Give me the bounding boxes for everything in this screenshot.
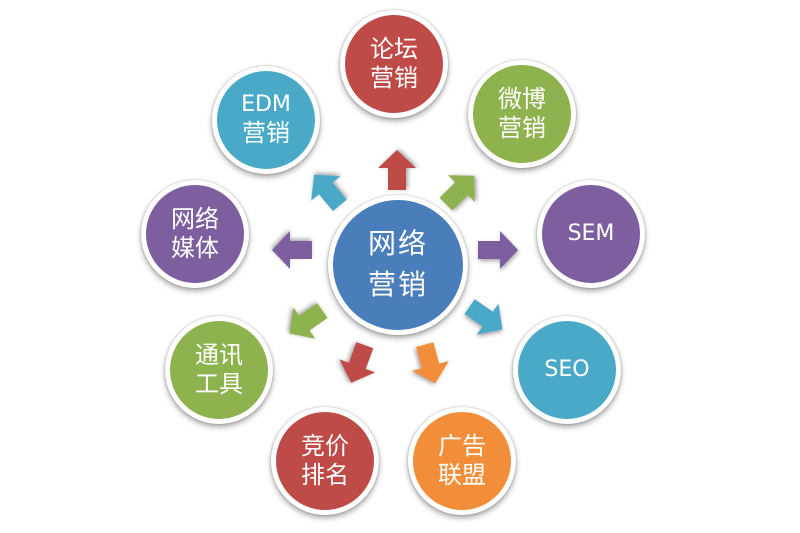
- arrow-to-bidding: [330, 336, 386, 392]
- node-label-line1: 通讯: [195, 341, 243, 370]
- node-im-tools: 通讯 工具: [165, 316, 273, 424]
- node-sem: SEM: [537, 180, 645, 288]
- arrow-to-weibo: [429, 159, 491, 221]
- arrow-up-icon: [378, 150, 416, 190]
- node-label-line1: SEO: [544, 356, 590, 382]
- center-node-line1: 网络: [367, 227, 428, 261]
- node-ad-alliance: 广告 联盟: [408, 407, 516, 515]
- node-label-line2: 营销: [498, 114, 546, 142]
- node-edm-marketing: EDM 营销: [212, 66, 320, 174]
- node-label-line1: 竞价: [301, 432, 349, 461]
- node-label-line1: 论坛: [370, 35, 418, 64]
- center-node-line2: 营销: [367, 268, 428, 301]
- node-label-line2: 联盟: [438, 461, 486, 489]
- arrow-down-left-icon: [289, 303, 328, 339]
- arrow-to-seo: [455, 287, 516, 348]
- arrow-to-sem: [476, 228, 520, 272]
- node-forum-marketing: 论坛 营销: [340, 10, 448, 118]
- arrow-left-icon: [272, 231, 312, 269]
- node-label-line1: SEM: [567, 220, 615, 246]
- arrow-up-right-icon: [439, 175, 475, 211]
- arrow-to-im-tools: [275, 291, 336, 352]
- node-weibo-marketing: 微博 营销: [468, 60, 576, 168]
- node-label-line2: 营销: [370, 64, 418, 92]
- arrow-to-web-media: [270, 228, 314, 272]
- node-web-media: 网络 媒体: [141, 180, 249, 288]
- node-seo: SEO: [513, 316, 621, 424]
- node-label-line2: 营销: [242, 118, 290, 147]
- arrow-to-forum: [375, 148, 419, 192]
- node-label-line1: 广告: [438, 432, 486, 461]
- node-bidding-ranking: 竞价 排名: [271, 407, 379, 515]
- arrow-down-icon: [412, 342, 449, 384]
- node-label-line2: 排名: [301, 461, 349, 489]
- arrow-down-left-icon: [339, 342, 376, 383]
- node-label-line1: 网络: [171, 205, 219, 234]
- node-label-line2: 媒体: [171, 234, 219, 262]
- arrow-up-left-icon: [311, 174, 347, 212]
- arrow-to-ad-alliance: [403, 337, 457, 391]
- arrow-to-edm: [296, 159, 358, 221]
- node-label-line2: 工具: [195, 370, 243, 398]
- center-node-network-marketing: 网络 营销: [328, 195, 468, 335]
- node-label-line1: EDM: [241, 92, 291, 118]
- node-label-line1: 微博: [498, 85, 546, 114]
- arrow-down-right-icon: [464, 299, 503, 335]
- arrow-right-icon: [478, 231, 518, 269]
